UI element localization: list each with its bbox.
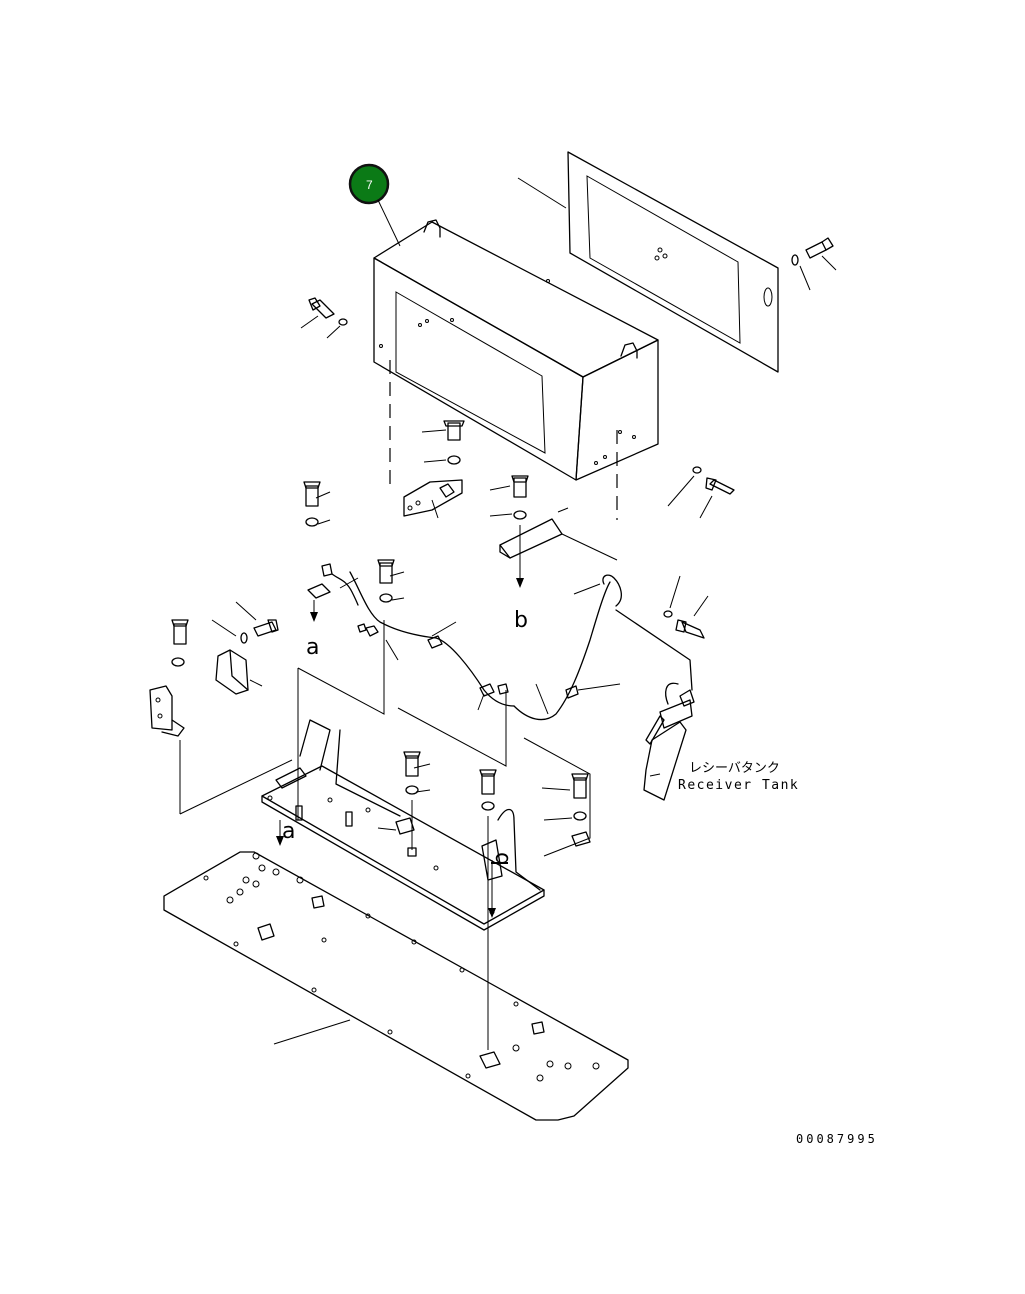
floor-plate <box>163 851 629 1121</box>
receiver-tank-label-en: Receiver Tank <box>678 778 799 793</box>
case-box <box>373 219 659 481</box>
drawing-number: 00087995 <box>796 1132 878 1146</box>
guide-line-right <box>523 737 591 857</box>
callout-leader <box>377 199 401 247</box>
receiver-tank <box>643 682 695 801</box>
bolt-left-of-case <box>300 297 348 339</box>
bolt-receiver <box>663 575 709 639</box>
guide-line-left <box>297 620 385 715</box>
callout-7[interactable]: 7 <box>348 163 390 205</box>
bracket-center <box>403 420 465 519</box>
side-bracket-left <box>149 601 293 815</box>
harness-bolts <box>303 481 405 603</box>
ref-b-lower: b <box>489 852 514 866</box>
base-frame-bolts <box>403 751 591 1050</box>
callout-number: 7 <box>366 178 373 192</box>
guide-line-center <box>397 690 507 767</box>
wiring-harness <box>307 563 693 721</box>
ref-b-upper: b <box>514 608 528 633</box>
base-frame <box>261 719 545 931</box>
bracket-b <box>489 475 618 588</box>
ref-a-arrow <box>276 820 284 846</box>
bolt-right-of-case <box>667 466 735 519</box>
bolt-top-right <box>791 237 837 291</box>
receiver-tank-label-jp: レシーバタンク <box>689 761 780 776</box>
ref-a-upper: a <box>306 635 319 660</box>
cover-panel <box>517 151 779 373</box>
ref-a-lower: a <box>282 819 295 844</box>
